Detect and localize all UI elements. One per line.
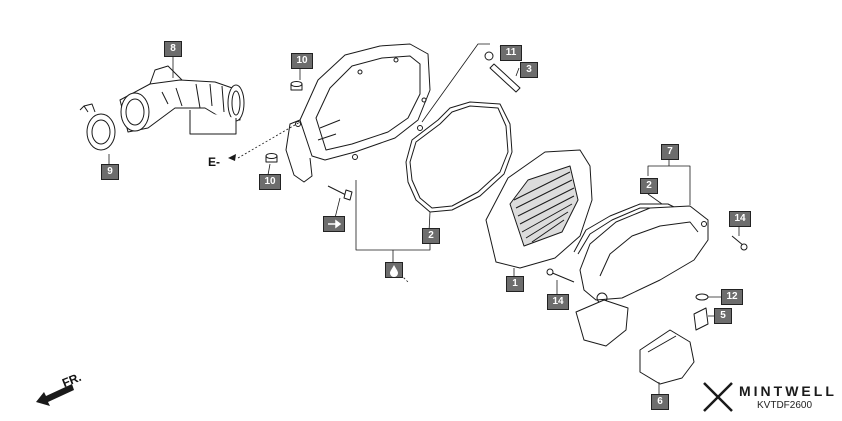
callout-8: 8 xyxy=(164,41,182,57)
intake-tube-part xyxy=(119,65,245,135)
callout-10-lower: 10 xyxy=(259,174,281,190)
front-direction-arrow-icon xyxy=(36,384,74,406)
grommet-part-top xyxy=(290,81,303,91)
callout-11: 11 xyxy=(500,45,522,61)
case-seal-gasket-upper xyxy=(405,101,513,213)
callout-6: 6 xyxy=(651,394,669,410)
diagram-code: KVTDF2600 xyxy=(757,400,813,411)
callout-14-right: 14 xyxy=(729,211,751,227)
resonator-part xyxy=(575,299,695,385)
air-cleaner-case-part xyxy=(285,43,431,183)
callout-5: 5 xyxy=(714,308,732,324)
callout-12: 12 xyxy=(721,289,743,305)
callout-14-left: 14 xyxy=(547,294,569,310)
droplet-icon xyxy=(385,262,403,278)
e-reference-label: E- xyxy=(208,155,220,169)
drain-tube-part xyxy=(484,51,521,93)
callout-1: 1 xyxy=(506,276,524,292)
screw-part-left xyxy=(546,268,575,283)
drain-cap-part xyxy=(693,307,709,331)
brand-logo-mark-icon xyxy=(703,382,733,412)
callout-2-upper: 2 xyxy=(422,228,440,244)
bolt-washer-icon xyxy=(323,216,345,232)
callout-7: 7 xyxy=(661,144,679,160)
flange-bolt-part xyxy=(327,185,353,201)
callout-9: 9 xyxy=(101,164,119,180)
screw-part-right xyxy=(731,235,748,251)
hose-clamp-part xyxy=(79,103,116,151)
callout-10-top: 10 xyxy=(291,53,313,69)
e-reference-arrow xyxy=(228,154,236,161)
callout-2-lower: 2 xyxy=(640,178,658,194)
clip-part xyxy=(695,293,709,301)
brand-name: MINTWELL xyxy=(739,383,837,399)
air-filter-element-part xyxy=(485,149,593,269)
callout-3: 3 xyxy=(520,62,538,78)
grommet-part-lower xyxy=(265,153,278,163)
air-cleaner-cover-part xyxy=(579,205,709,304)
